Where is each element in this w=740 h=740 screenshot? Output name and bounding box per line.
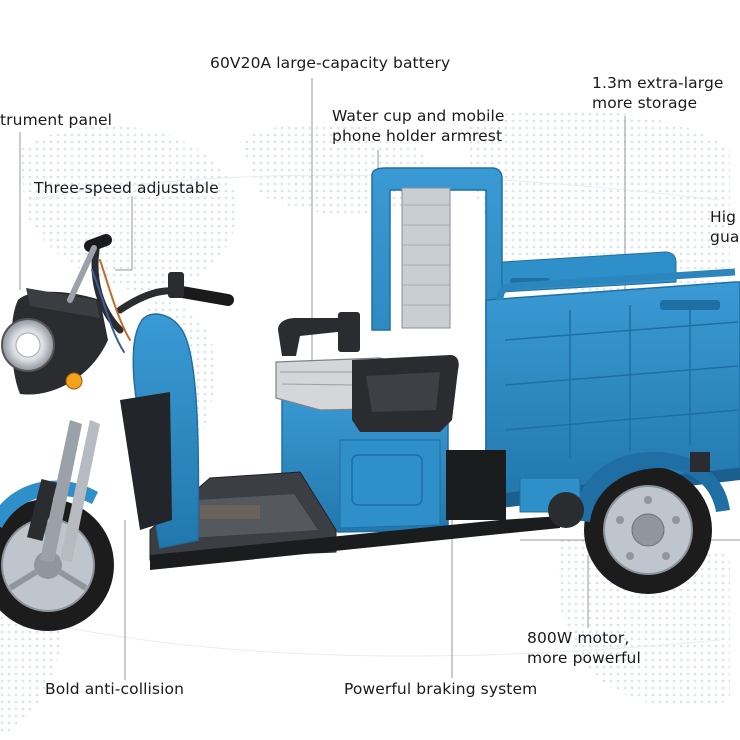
motor-callout-line1: 800W motor,: [527, 629, 630, 647]
anti-collision-callout: Bold anti-collision: [45, 680, 185, 698]
braking-callout: Powerful braking system: [344, 680, 538, 698]
motor-callout-line2: more powerful: [527, 649, 641, 667]
storage-callout-line2: more storage: [592, 94, 698, 112]
motor-area: [446, 450, 710, 528]
seat-compartment: [275, 312, 459, 533]
instrument-panel-callout: trument panel: [0, 111, 113, 129]
speed-callout: Three-speed adjustable: [34, 179, 219, 197]
headlight-assembly: [1, 288, 109, 395]
armrest-callout-line1: Water cup and mobile: [332, 107, 505, 125]
front-fairing: [120, 313, 200, 549]
armrest-callout-line2: phone holder armrest: [332, 127, 503, 145]
battery-callout: 60V20A large-capacity battery: [210, 54, 451, 72]
storage-callout-line1: 1.3m extra-large: [592, 74, 724, 92]
guard-callout-line2: gua: [710, 228, 740, 246]
guard-callout-line1: Hig: [710, 208, 737, 226]
front-wheel: [0, 420, 114, 631]
handlebars: [67, 234, 234, 353]
